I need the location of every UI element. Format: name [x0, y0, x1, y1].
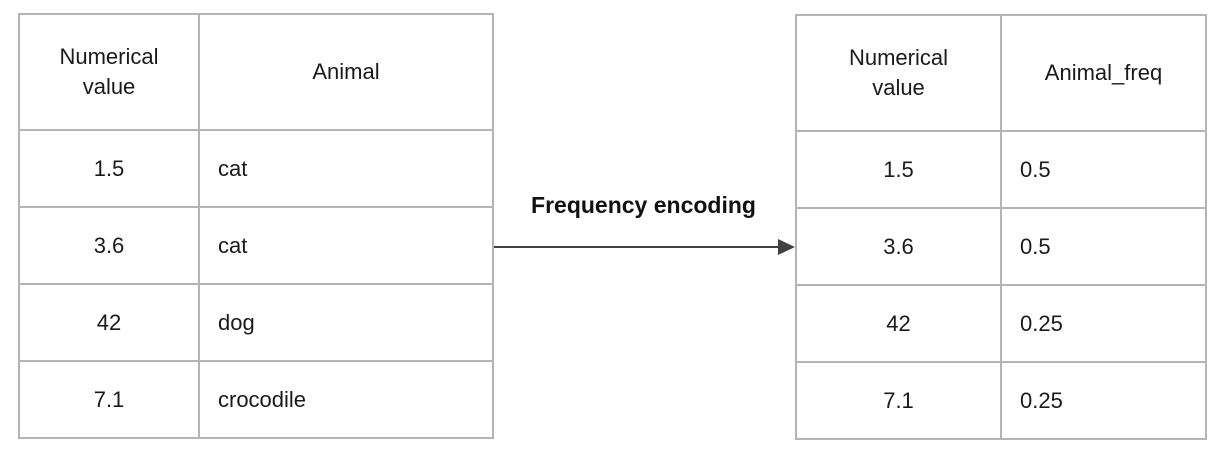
numerical-value-header: Numerical value — [795, 14, 1002, 132]
animal-freq-cell: 0.25 — [1000, 284, 1207, 363]
animal-cell: dog — [198, 283, 494, 362]
original-data-table: Numerical value Animal 1.5 cat 3.6 cat 4… — [18, 13, 494, 439]
animal-freq-cell: 0.5 — [1000, 207, 1207, 286]
numerical-value-cell: 1.5 — [795, 130, 1002, 209]
table-row: 42 dog — [18, 283, 494, 362]
animal-freq-cell: 0.25 — [1000, 361, 1207, 440]
header-row: Numerical value Animal — [18, 13, 494, 131]
animal-header: Animal — [198, 13, 494, 131]
table-row: 3.6 0.5 — [795, 207, 1207, 286]
table-row: 42 0.25 — [795, 284, 1207, 363]
animal-freq-cell: 0.5 — [1000, 130, 1207, 209]
numerical-value-cell: 3.6 — [795, 207, 1002, 286]
animal-cell: crocodile — [198, 360, 494, 439]
numerical-value-cell: 7.1 — [18, 360, 200, 439]
animal-cell: cat — [198, 129, 494, 208]
table-row: 1.5 0.5 — [795, 130, 1207, 209]
numerical-value-cell: 7.1 — [795, 361, 1002, 440]
table-row: 3.6 cat — [18, 206, 494, 285]
numerical-value-cell: 3.6 — [18, 206, 200, 285]
arrow-head-icon — [778, 239, 795, 255]
numerical-value-cell: 42 — [18, 283, 200, 362]
animal-cell: cat — [198, 206, 494, 285]
encoded-data-table: Numerical value Animal_freq 1.5 0.5 3.6 … — [795, 14, 1207, 440]
arrow-label: Frequency encoding — [531, 192, 756, 218]
table-row: 1.5 cat — [18, 129, 494, 208]
numerical-value-cell: 42 — [795, 284, 1002, 363]
table-row: 7.1 crocodile — [18, 360, 494, 439]
arrow-shaft — [494, 246, 780, 248]
table-row: 7.1 0.25 — [795, 361, 1207, 440]
numerical-value-cell: 1.5 — [18, 129, 200, 208]
animal-freq-header: Animal_freq — [1000, 14, 1207, 132]
header-row: Numerical value Animal_freq — [795, 14, 1207, 132]
numerical-value-header: Numerical value — [18, 13, 200, 131]
